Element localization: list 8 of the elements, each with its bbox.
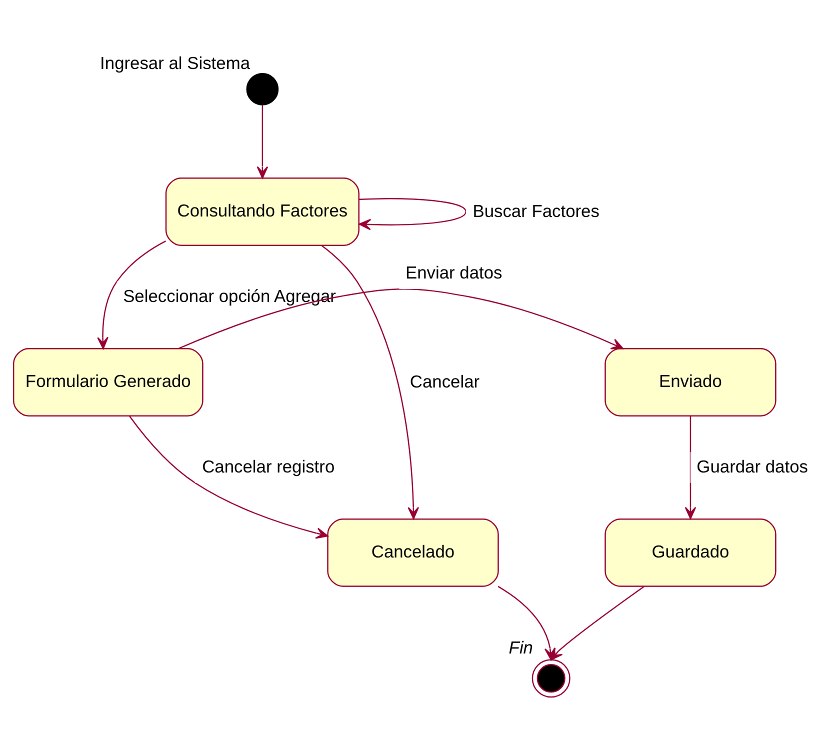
edge-label: Cancelar <box>410 371 480 392</box>
edge-label: Buscar Factores <box>472 200 600 221</box>
node-label: Ingresar al Sistema <box>100 52 250 73</box>
edge-label: Guardar datos <box>696 456 808 477</box>
edge-label: Enviar datos <box>406 262 502 283</box>
node-label: Fin <box>508 638 533 658</box>
edge-label: Cancelar registro <box>202 456 335 477</box>
edge-label: Seleccionar opción Agregar <box>123 286 336 306</box>
